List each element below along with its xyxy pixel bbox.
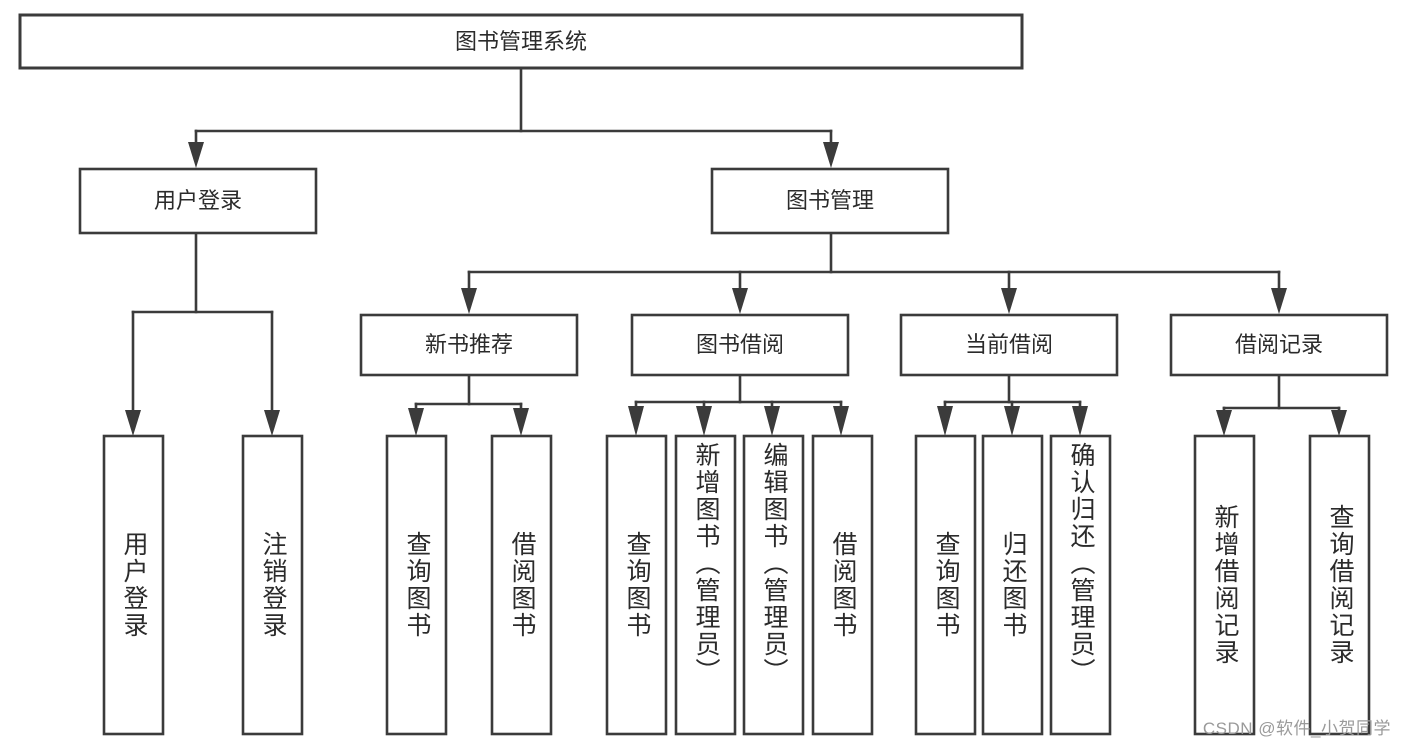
arrowhead-bb-leaf-2 [696, 406, 712, 436]
arrowhead-book-borrow [732, 288, 748, 314]
node-leaf-user-login-2[interactable] [241, 434, 304, 736]
arrowhead-book-manage [823, 142, 839, 168]
node-book-manage-box[interactable] [710, 167, 950, 235]
arrowhead-bb-leaf-3 [764, 406, 780, 436]
node-leaf-book-borrow-3[interactable] [742, 434, 805, 736]
node-leaf-current-borrow-3[interactable] [1049, 434, 1112, 736]
node-leaf-current-borrow-2-box[interactable] [981, 434, 1044, 736]
node-leaf-current-borrow-1-box[interactable] [914, 434, 977, 736]
node-user-login-box[interactable] [78, 167, 318, 235]
arrowhead-borrow-record [1271, 288, 1287, 314]
arrowhead-current-borrow [1001, 288, 1017, 314]
node-borrow-record-label: 借阅记录 [1235, 332, 1323, 357]
arrowhead-cb-leaf-3 [1072, 406, 1088, 436]
node-leaf-book-borrow-2[interactable] [674, 434, 737, 736]
node-leaf-new-book-1[interactable] [385, 434, 448, 736]
node-leaf-current-borrow-3-box[interactable] [1049, 434, 1112, 736]
node-leaf-current-borrow-2[interactable] [981, 434, 1044, 736]
node-root-box[interactable] [18, 13, 1024, 70]
node-leaf-book-borrow-4[interactable] [811, 434, 874, 736]
node-leaf-new-book-2-box[interactable] [490, 434, 553, 736]
node-leaf-current-borrow-1[interactable] [914, 434, 977, 736]
node-current-borrow[interactable]: 当前借阅 [899, 313, 1119, 377]
node-leaf-borrow-record-2[interactable] [1308, 434, 1371, 736]
node-leaf-book-borrow-3-box[interactable] [742, 434, 805, 736]
node-root[interactable]: 图书管理系统 [18, 13, 1024, 70]
arrowhead-nbr-leaf-1 [408, 408, 424, 436]
arrowhead-bb-leaf-4 [833, 406, 849, 436]
arrowhead-br-leaf-1 [1216, 410, 1232, 436]
node-leaf-book-borrow-1[interactable] [605, 434, 668, 736]
node-user-login[interactable]: 用户登录 [78, 167, 318, 235]
node-user-login-label: 用户登录 [154, 188, 242, 213]
connector-layer [125, 66, 1347, 436]
node-root-label: 图书管理系统 [455, 29, 587, 54]
node-borrow-record[interactable]: 借阅记录 [1169, 313, 1389, 377]
node-book-borrow[interactable]: 图书借阅 [630, 313, 850, 377]
arrowhead-user-login-leaf-1 [125, 410, 141, 436]
node-leaf-new-book-2[interactable] [490, 434, 553, 736]
node-leaf-user-login-1-box[interactable] [102, 434, 165, 736]
arrowhead-br-leaf-2 [1331, 410, 1347, 436]
node-leaf-book-borrow-1-box[interactable] [605, 434, 668, 736]
arrowhead-cb-leaf-1 [937, 406, 953, 436]
arrowhead-bb-leaf-1 [628, 406, 644, 436]
node-leaf-user-login-2-box[interactable] [241, 434, 304, 736]
node-leaf-borrow-record-1[interactable] [1193, 434, 1256, 736]
node-new-book-recommend-label: 新书推荐 [425, 332, 513, 357]
arrowhead-nbr-leaf-2 [513, 408, 529, 436]
arrowhead-new-book-recommend [461, 288, 477, 314]
node-current-borrow-box[interactable] [899, 313, 1119, 377]
node-book-manage-label: 图书管理 [786, 188, 874, 213]
node-book-manage[interactable]: 图书管理 [710, 167, 950, 235]
arrowhead-cb-leaf-2 [1004, 406, 1020, 436]
node-leaf-user-login-1[interactable] [102, 434, 165, 736]
node-book-borrow-label: 图书借阅 [696, 332, 784, 357]
node-new-book-recommend-box[interactable] [359, 313, 579, 377]
node-leaf-new-book-1-box[interactable] [385, 434, 448, 736]
arrowhead-user-login [188, 142, 204, 168]
node-leaf-book-borrow-4-box[interactable] [811, 434, 874, 736]
node-book-borrow-box[interactable] [630, 313, 850, 377]
node-current-borrow-label: 当前借阅 [965, 332, 1053, 357]
node-leaf-borrow-record-2-box[interactable] [1308, 434, 1371, 736]
arrowhead-user-login-leaf-2 [264, 410, 280, 436]
node-leaf-borrow-record-1-box[interactable] [1193, 434, 1256, 736]
node-borrow-record-box[interactable] [1169, 313, 1389, 377]
node-new-book-recommend[interactable]: 新书推荐 [359, 313, 579, 377]
node-leaf-book-borrow-2-box[interactable] [674, 434, 737, 736]
